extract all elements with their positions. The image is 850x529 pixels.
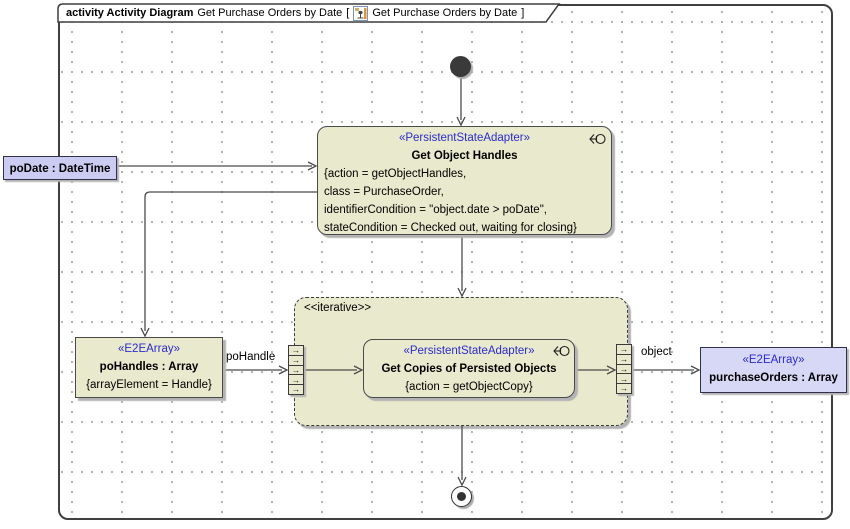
object-node-name: purchaseOrders : Array [709, 372, 838, 384]
expansion-cell-arrow-icon: → [617, 363, 631, 374]
expansion-node-output[interactable]: → → → → → [616, 344, 632, 394]
frame-title-tab [57, 3, 561, 23]
stereotype-label: «E2EArray» [742, 354, 805, 366]
edge-getobjecthandles-to-pohandles[interactable] [140, 191, 317, 338]
stereotype-label: «E2EArray» [117, 343, 180, 355]
activity-frame[interactable] [58, 4, 833, 520]
title-bracket-close: ] [521, 7, 525, 19]
edge-inputnode-to-getcopies[interactable] [304, 365, 364, 375]
expansion-cell-arrow-icon: → [291, 345, 301, 356]
activity-diagram-icon [353, 5, 369, 21]
constraint-line: {arrayElement = Handle} [86, 379, 212, 391]
constraint-line: class = PurchaseOrder, [324, 186, 444, 198]
constraint-line: identifierCondition = "object.date > poD… [324, 204, 547, 216]
edge-podate-to-getobjecthandles[interactable] [117, 161, 318, 171]
constraint-line: {action = getObjectCopy} [405, 381, 533, 393]
activity-final-node[interactable] [451, 486, 472, 507]
initial-node[interactable] [450, 56, 471, 77]
object-node-pohandles[interactable]: «E2EArray» poHandles : Array {arrayEleme… [75, 337, 223, 398]
action-get-object-handles[interactable]: «PersistentStateAdapter» Get Object Hand… [317, 126, 612, 235]
title-ref-name: Get Purchase Orders by Date [372, 7, 518, 19]
expansion-cell-arrow-icon: → [617, 353, 631, 364]
object-node-name: poHandles : Array [99, 361, 199, 373]
action-get-copies[interactable]: «PersistentStateAdapter» Get Copies of P… [363, 339, 575, 398]
edge-pohandles-to-inputnode[interactable] [223, 365, 289, 375]
call-behavior-icon [589, 133, 606, 145]
stereotype-label: «PersistentStateAdapter» [398, 132, 531, 144]
input-pin-podate[interactable]: poDate : DateTime [3, 156, 117, 180]
edge-getobjecthandles-to-region[interactable] [457, 236, 467, 298]
edge-getcopies-to-outputnode[interactable] [575, 365, 617, 375]
expansion-node-input[interactable]: → → → → → [288, 345, 304, 395]
edge-outputnode-to-purchaseorders[interactable] [632, 365, 701, 375]
action-name: Get Copies of Persisted Objects [381, 363, 557, 375]
title-diagram-name: Get Purchase Orders by Date [197, 7, 343, 19]
final-node-dot [457, 492, 466, 501]
expansion-cell-arrow-icon: → [617, 383, 631, 393]
expansion-cell-arrow-icon: → [289, 374, 303, 384]
edge-initial-to-getobjecthandles[interactable] [456, 78, 466, 127]
region-keyword: <<iterative>> [304, 302, 372, 314]
title-activity-keyword: activity Activity Diagram [66, 7, 194, 19]
constraint-line: {action = getObjectHandles, [324, 168, 467, 180]
pin-label: poDate : DateTime [9, 163, 111, 175]
edge-label-pohandle: poHandle [226, 351, 276, 363]
expansion-cell-arrow-icon: → [617, 373, 631, 383]
frame-title: activity Activity Diagram Get Purchase O… [66, 5, 524, 21]
expansion-cell-arrow-icon: → [289, 364, 303, 375]
expansion-cell-arrow-icon: → [619, 344, 629, 355]
expansion-cell-arrow-icon: → [289, 354, 303, 365]
stereotype-label: «PersistentStateAdapter» [403, 345, 535, 357]
call-behavior-icon [553, 345, 570, 357]
action-name: Get Object Handles [411, 150, 518, 162]
title-bracket-open: [ [346, 7, 350, 19]
constraint-line: stateCondition = Checked out, waiting fo… [324, 222, 577, 234]
expansion-cell-arrow-icon: → [289, 384, 303, 394]
edge-label-object: object [641, 346, 672, 358]
edge-region-to-final[interactable] [457, 426, 467, 487]
object-node-purchaseorders[interactable]: «E2EArray» purchaseOrders : Array [700, 347, 847, 393]
